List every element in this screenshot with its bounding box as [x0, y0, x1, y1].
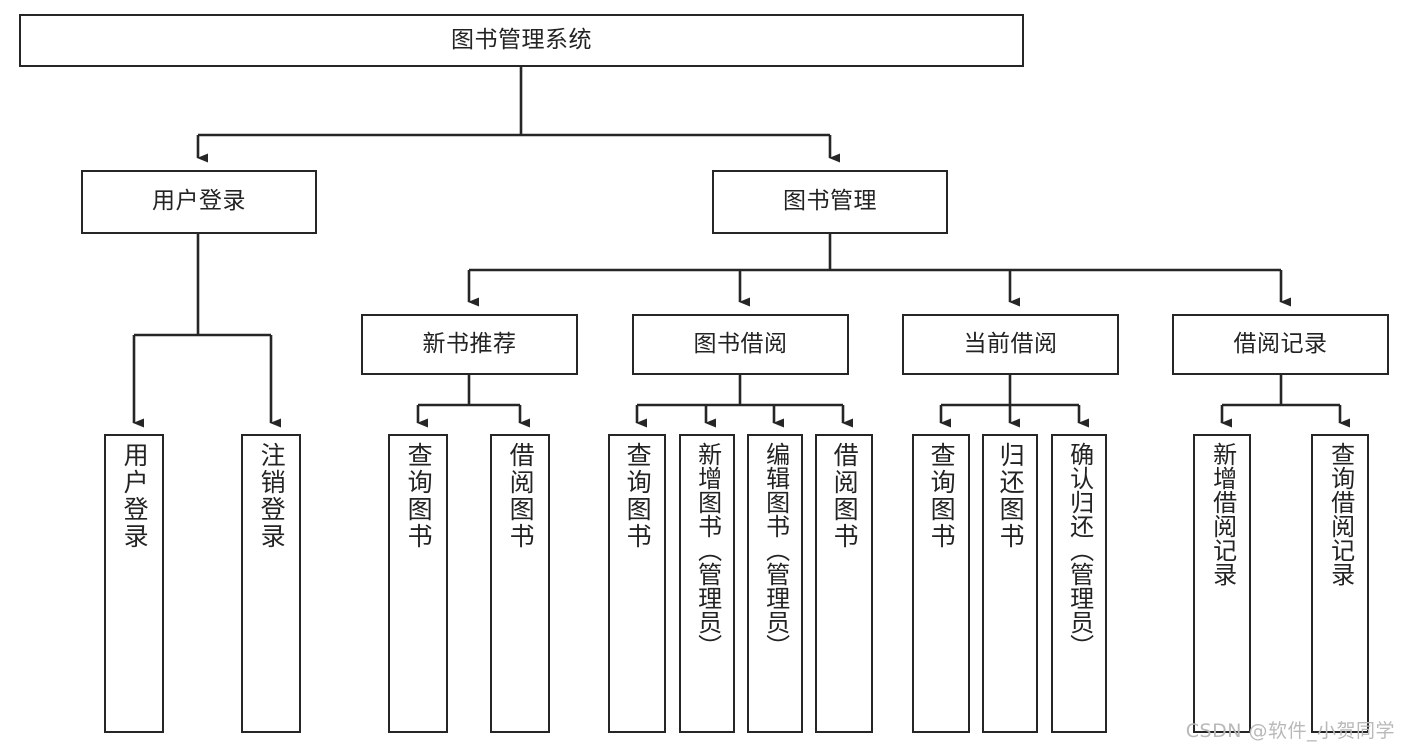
node-label: 用户登录: [152, 188, 246, 215]
node-label: 归还图书: [996, 442, 1026, 550]
node-label: 借阅记录: [1233, 330, 1328, 357]
node-label: 查询图书: [927, 442, 957, 550]
node-label: 新增图书（管理员）: [693, 442, 722, 658]
node-label: 图书管理系统: [451, 26, 592, 53]
leaf-borrow-add-book-admin[interactable]: 新增图书（管理员）: [679, 434, 735, 733]
node-root-book-management-system[interactable]: 图书管理系统: [19, 14, 1024, 67]
leaf-records-query-record[interactable]: 查询借阅记录: [1311, 434, 1369, 733]
leaf-records-add-record[interactable]: 新增借阅记录: [1193, 434, 1251, 733]
node-label: 查询图书: [404, 442, 434, 550]
node-label: 当前借阅: [963, 330, 1058, 357]
leaf-new-book-borrow[interactable]: 借阅图书: [490, 434, 550, 733]
leaf-borrow-edit-book-admin[interactable]: 编辑图书（管理员）: [747, 434, 803, 733]
node-label: 确认归还（管理员）: [1065, 442, 1094, 658]
leaf-user-login-signin[interactable]: 用户登录: [104, 434, 164, 733]
node-book-management[interactable]: 图书管理: [712, 170, 948, 234]
leaf-current-query-book[interactable]: 查询图书: [912, 434, 970, 733]
node-label: 注销登录: [257, 442, 287, 550]
node-label: 借阅图书: [830, 442, 860, 550]
node-label: 新书推荐: [422, 330, 517, 357]
node-new-book-recommend[interactable]: 新书推荐: [361, 314, 578, 375]
node-label: 查询借阅记录: [1326, 442, 1355, 586]
leaf-user-login-signout[interactable]: 注销登录: [241, 434, 301, 733]
node-label: 借阅图书: [506, 442, 536, 550]
node-label: 新增借阅记录: [1208, 442, 1237, 586]
node-user-login[interactable]: 用户登录: [81, 170, 317, 234]
node-label: 图书管理: [783, 188, 877, 215]
node-borrow-records[interactable]: 借阅记录: [1172, 314, 1389, 375]
node-current-borrow[interactable]: 当前借阅: [902, 314, 1119, 375]
node-label: 编辑图书（管理员）: [761, 442, 790, 658]
node-label: 用户登录: [120, 442, 150, 550]
leaf-borrow-borrow-book[interactable]: 借阅图书: [815, 434, 873, 733]
leaf-current-return-book[interactable]: 归还图书: [982, 434, 1038, 733]
node-book-borrow[interactable]: 图书借阅: [632, 314, 849, 375]
leaf-borrow-query-book[interactable]: 查询图书: [608, 434, 666, 733]
csdn-watermark: CSDN @软件_小贺同学: [1185, 720, 1395, 742]
leaf-current-confirm-return-admin[interactable]: 确认归还（管理员）: [1051, 434, 1107, 733]
node-label: 查询图书: [623, 442, 653, 550]
leaf-new-book-query[interactable]: 查询图书: [388, 434, 448, 733]
node-label: 图书借阅: [693, 330, 788, 357]
